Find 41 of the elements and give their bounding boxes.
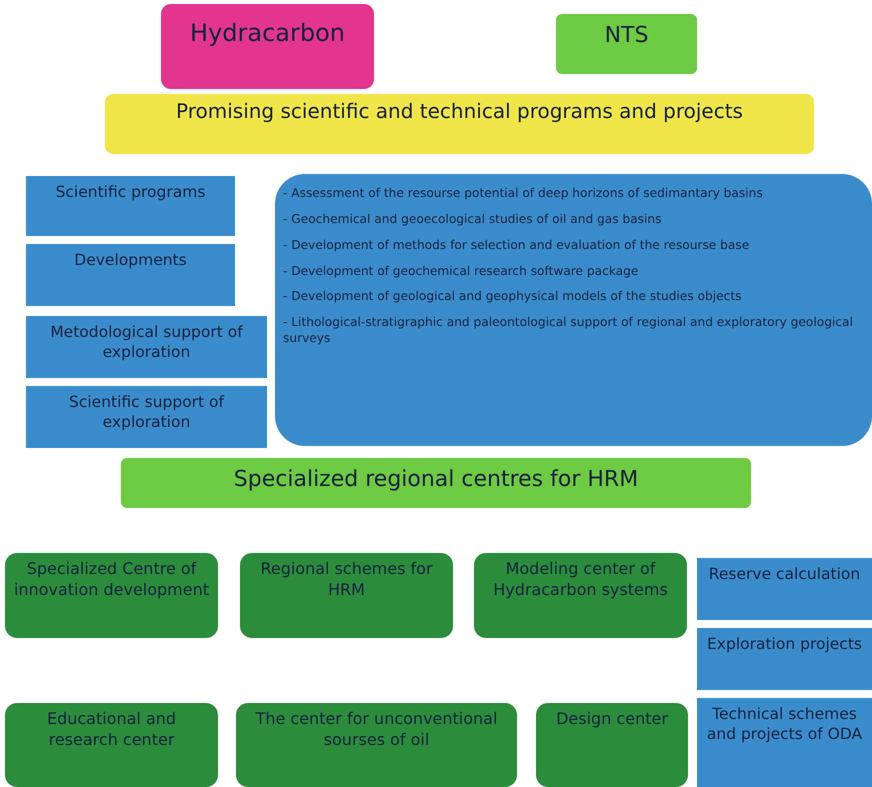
list-panel xyxy=(275,174,872,446)
list-item: - Lithological-stratigraphic and paleontological support of regional and exploratory geological surveys xyxy=(283,315,854,348)
text-box xyxy=(5,553,218,638)
text-box xyxy=(697,698,872,787)
box-label: Specialized regional centres for HRM xyxy=(232,466,640,494)
list-item: - Assessment of the resourse potential of deep horizons of sedimantary basins xyxy=(283,186,764,202)
box-label: Hydracarbon xyxy=(189,18,346,49)
box-label: Promising scientific and technical programs and projects xyxy=(175,98,744,124)
text-box xyxy=(240,553,453,638)
box-label: Reserve calculation xyxy=(708,564,862,584)
box-label: Scientific programs xyxy=(54,182,206,202)
box-label: NTS xyxy=(604,22,650,50)
text-box xyxy=(236,703,517,787)
box-label: Metodological support of exploration xyxy=(49,322,244,362)
list-item: - Geochemical and geoecological studies of oil and gas basins xyxy=(283,212,662,228)
list-item: - Development of geochemical research software package xyxy=(283,264,640,280)
text-box xyxy=(121,458,751,508)
box-label: Specialized Centre of innovation development xyxy=(13,559,210,601)
box-label: Educational and research center xyxy=(46,709,178,751)
box-label: The center for unconventional sourses of oil xyxy=(254,709,498,751)
text-box xyxy=(26,316,267,378)
text-box xyxy=(5,703,218,787)
box-label: Regional schemes for HRM xyxy=(259,559,434,601)
text-box xyxy=(26,244,235,306)
list-item: - Development of geological and geophysical models of the studies objects xyxy=(283,289,743,306)
text-box xyxy=(26,386,267,448)
text-box xyxy=(105,94,814,154)
box-label: Modeling center of Hydracarbon systems xyxy=(492,559,669,601)
text-box xyxy=(536,703,688,787)
text-box xyxy=(26,176,235,236)
text-box xyxy=(161,4,374,89)
box-label: Scientific support of exploration xyxy=(68,392,226,432)
box-label: Design center xyxy=(555,709,669,730)
text-box xyxy=(697,628,872,690)
box-label: Exploration projects xyxy=(706,634,863,654)
box-label: Developments xyxy=(73,250,188,270)
list-item: - Development of methods for selection and evaluation of the resourse base xyxy=(283,238,750,254)
text-box xyxy=(474,553,687,638)
text-box xyxy=(556,14,697,74)
text-box xyxy=(697,558,872,620)
box-label: Technical schemes and projects of ODA xyxy=(706,704,864,744)
